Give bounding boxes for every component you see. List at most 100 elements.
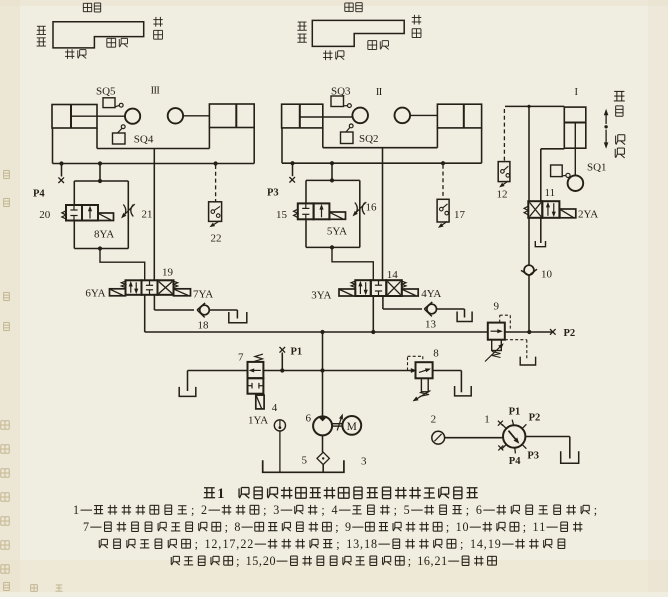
svg-text:;: ; bbox=[225, 520, 228, 534]
svg-text:P1: P1 bbox=[509, 407, 521, 418]
svg-text:9: 9 bbox=[345, 520, 351, 534]
svg-text:2: 2 bbox=[263, 554, 269, 568]
svg-text:1: 1 bbox=[364, 537, 370, 551]
svg-text:16: 16 bbox=[366, 202, 378, 214]
svg-text:0: 0 bbox=[270, 554, 276, 568]
svg-text:;: ; bbox=[195, 537, 198, 551]
svg-text:4YA: 4YA bbox=[421, 288, 441, 300]
svg-text:3: 3 bbox=[273, 503, 279, 517]
svg-text:8: 8 bbox=[234, 520, 240, 534]
svg-text:9: 9 bbox=[494, 301, 500, 313]
svg-text:;: ; bbox=[191, 503, 194, 517]
svg-text:P3: P3 bbox=[267, 188, 279, 199]
svg-text:14: 14 bbox=[387, 269, 399, 281]
svg-text:;: ; bbox=[594, 503, 597, 517]
svg-text:7: 7 bbox=[238, 352, 244, 364]
svg-text:SQ1: SQ1 bbox=[587, 162, 607, 174]
svg-text:1: 1 bbox=[217, 486, 224, 502]
svg-text:1: 1 bbox=[73, 503, 79, 517]
svg-text:;: ; bbox=[408, 554, 411, 568]
svg-text:P1: P1 bbox=[291, 347, 303, 358]
svg-text:1: 1 bbox=[246, 554, 252, 568]
svg-text:1: 1 bbox=[532, 520, 538, 534]
svg-text:5YA: 5YA bbox=[327, 226, 347, 238]
svg-text:;: ; bbox=[523, 520, 526, 534]
svg-text:0: 0 bbox=[462, 520, 468, 534]
svg-text:2YA: 2YA bbox=[578, 209, 598, 221]
svg-text:7YA: 7YA bbox=[193, 289, 213, 301]
svg-text:1: 1 bbox=[456, 520, 462, 534]
svg-text:;: ; bbox=[335, 520, 338, 534]
svg-text:5: 5 bbox=[302, 455, 308, 467]
svg-text:;: ; bbox=[336, 537, 339, 551]
svg-text:M: M bbox=[347, 421, 357, 433]
svg-text:22: 22 bbox=[211, 233, 222, 245]
svg-text:1: 1 bbox=[205, 537, 211, 551]
svg-text:18: 18 bbox=[198, 320, 210, 332]
svg-text:2: 2 bbox=[201, 503, 207, 517]
svg-text:2: 2 bbox=[211, 537, 217, 551]
svg-text:10: 10 bbox=[541, 269, 553, 281]
svg-text:P3: P3 bbox=[527, 451, 539, 462]
svg-text:4: 4 bbox=[272, 402, 278, 414]
svg-text:17: 17 bbox=[454, 209, 466, 221]
svg-text:13: 13 bbox=[425, 319, 437, 331]
svg-text:19: 19 bbox=[162, 267, 174, 279]
svg-text:9: 9 bbox=[495, 537, 501, 551]
svg-text:6: 6 bbox=[476, 503, 482, 517]
svg-text:P2: P2 bbox=[529, 413, 541, 424]
svg-text:8: 8 bbox=[371, 537, 377, 551]
svg-text:P4: P4 bbox=[509, 456, 521, 467]
svg-text:;: ; bbox=[263, 503, 266, 517]
svg-text:;: ; bbox=[466, 503, 469, 517]
svg-text:,: , bbox=[360, 537, 363, 551]
svg-text:I: I bbox=[575, 87, 579, 98]
svg-text:3: 3 bbox=[353, 537, 359, 551]
svg-text:2: 2 bbox=[435, 554, 441, 568]
svg-text:4: 4 bbox=[331, 503, 337, 517]
svg-text:,: , bbox=[236, 537, 239, 551]
svg-text:P4: P4 bbox=[33, 189, 45, 200]
svg-text:5: 5 bbox=[404, 503, 410, 517]
svg-text:;: ; bbox=[460, 537, 463, 551]
svg-text:8YA: 8YA bbox=[94, 229, 114, 241]
svg-text:;: ; bbox=[446, 520, 449, 534]
svg-text:;: ; bbox=[236, 554, 239, 568]
svg-text:P2: P2 bbox=[564, 328, 576, 339]
svg-text:,: , bbox=[259, 554, 262, 568]
svg-text:1: 1 bbox=[441, 554, 447, 568]
svg-text:1: 1 bbox=[222, 537, 228, 551]
svg-text:6: 6 bbox=[306, 413, 312, 425]
svg-text:6YA: 6YA bbox=[85, 288, 105, 300]
svg-text:7: 7 bbox=[83, 520, 89, 534]
svg-text:11: 11 bbox=[545, 187, 556, 199]
svg-text:,: , bbox=[218, 537, 221, 551]
svg-text:SQ4: SQ4 bbox=[134, 134, 154, 146]
svg-text:SQ5: SQ5 bbox=[96, 86, 116, 98]
svg-text:SQ2: SQ2 bbox=[359, 133, 379, 145]
svg-text:15: 15 bbox=[276, 209, 288, 221]
svg-text:III: III bbox=[151, 86, 161, 97]
svg-text:4: 4 bbox=[477, 537, 483, 551]
svg-text:1: 1 bbox=[470, 537, 476, 551]
svg-text:1: 1 bbox=[417, 554, 423, 568]
svg-text:1: 1 bbox=[484, 414, 490, 426]
svg-text:20: 20 bbox=[39, 209, 51, 221]
svg-text:,: , bbox=[484, 537, 487, 551]
svg-text:;: ; bbox=[394, 503, 397, 517]
svg-text:;: ; bbox=[321, 503, 324, 517]
svg-text:5: 5 bbox=[252, 554, 258, 568]
svg-text:1: 1 bbox=[539, 520, 545, 534]
svg-text:7: 7 bbox=[229, 537, 235, 551]
svg-text:3: 3 bbox=[361, 456, 367, 468]
svg-text:2: 2 bbox=[240, 537, 246, 551]
svg-text:1: 1 bbox=[346, 537, 352, 551]
svg-text:6: 6 bbox=[424, 554, 430, 568]
svg-text:12: 12 bbox=[497, 189, 508, 201]
svg-text:1: 1 bbox=[488, 537, 494, 551]
svg-text:8: 8 bbox=[433, 348, 439, 360]
svg-text:SQ3: SQ3 bbox=[331, 86, 351, 98]
svg-text:3YA: 3YA bbox=[311, 290, 331, 302]
svg-text:21: 21 bbox=[142, 209, 153, 221]
svg-text:1YA: 1YA bbox=[248, 415, 268, 427]
